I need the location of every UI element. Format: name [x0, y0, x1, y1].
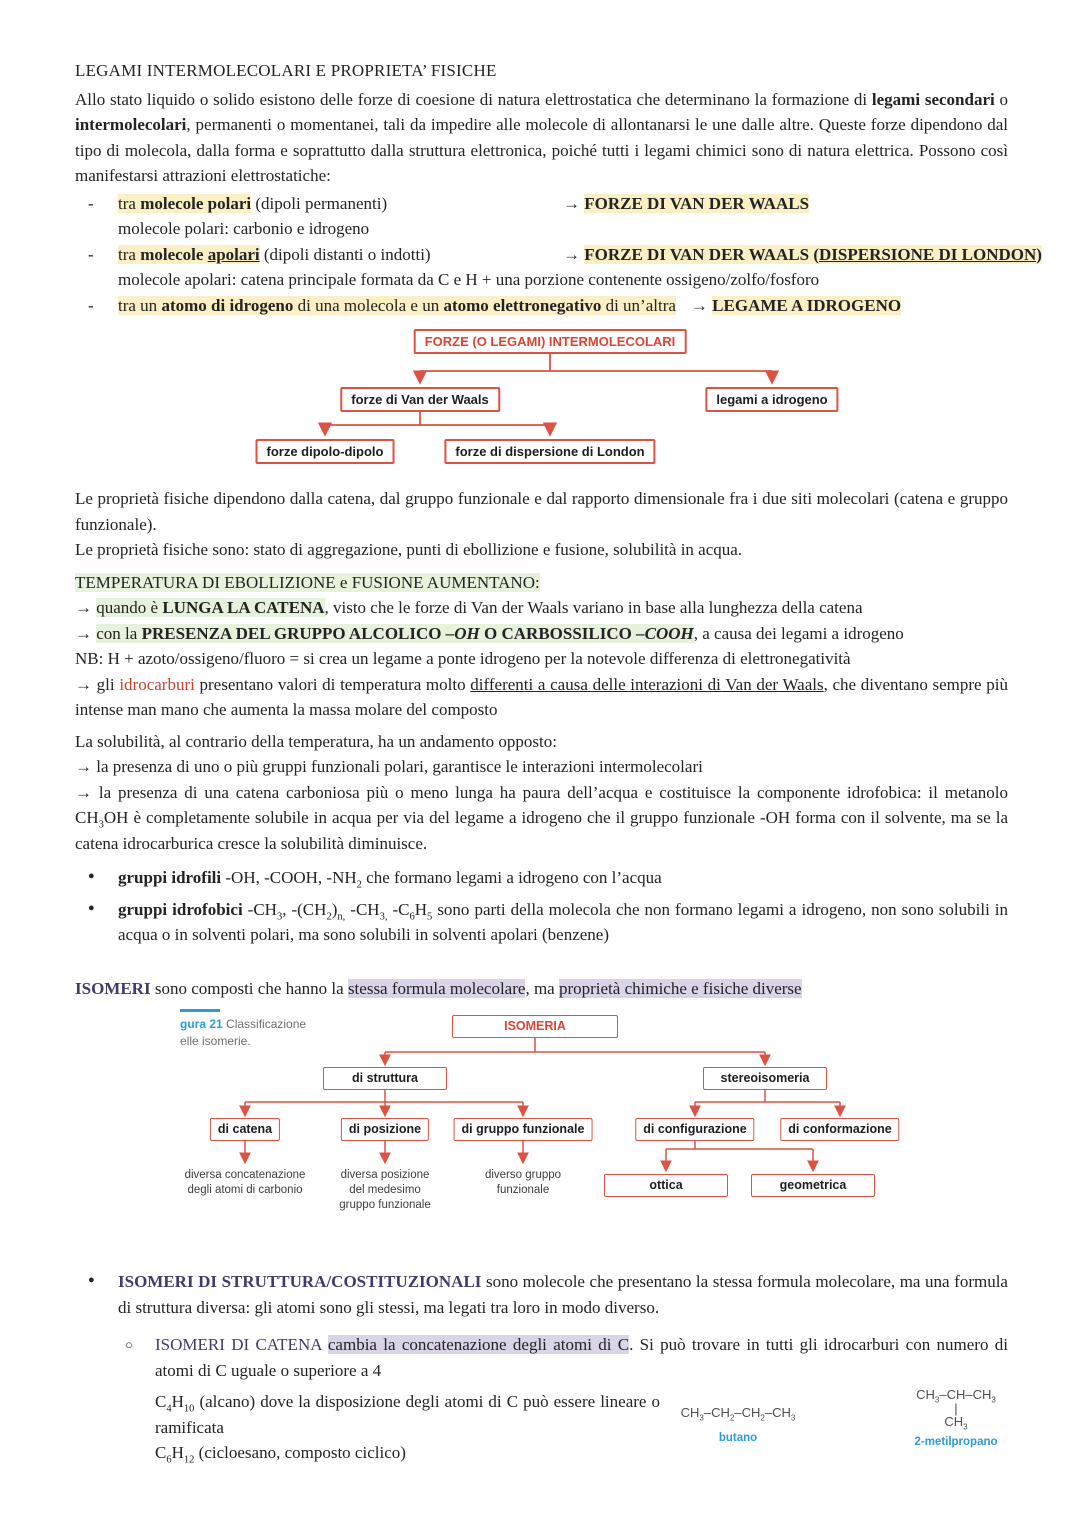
dash-marker: -	[88, 295, 94, 315]
properties-paragraph-1: Le proprietà fisiche dipendono dalla cat…	[75, 489, 1008, 534]
properties-paragraph-2: Le proprietà fisiche sono: stato di aggr…	[75, 540, 743, 559]
temperature-section: TEMPERATURA DI EBOLLIZIONE e FUSIONE AUM…	[75, 570, 1008, 723]
desc-di-gruppo-funzionale: diverso gruppo funzionale	[484, 1169, 562, 1196]
flow-box-dipolo-dipolo: forze dipolo-dipolo	[255, 439, 395, 464]
figure-caption-rule	[180, 1009, 220, 1012]
list-item: - tra molecole apolari (dipoli distanti …	[75, 242, 1042, 293]
flow-box-root: FORZE (O LEGAMI) INTERMOLECOLARI	[413, 329, 687, 354]
formula-alcano: C4H10 (alcano) dove la disposizione degl…	[155, 1392, 660, 1437]
flow-box-di-catena: di catena	[209, 1118, 281, 1141]
sub-bullet-text: ISOMERI DI CATENA cambia la concatenazio…	[155, 1335, 1008, 1380]
bullet-text: gruppi idrofobici -CH3, -(CH2)n, -CH3, -…	[118, 899, 1009, 945]
formula-cicloesano: C6H12 (cicloesano, composto ciclico)	[155, 1443, 406, 1466]
page-title: LEGAMI INTERMOLECOLARI E PROPRIETA’ FISI…	[75, 61, 497, 80]
bullet-marker: ●	[88, 1274, 95, 1286]
flowchart-connector-lines	[317, 354, 780, 437]
list-item-text: tra un atomo di idrogeno di una molecola…	[118, 295, 902, 315]
chem-bond-bar: |	[954, 1401, 958, 1416]
chem-label-2-metilpropano: 2-metilpropano	[914, 1436, 998, 1448]
flow-box-di-configurazione: di configurazione	[635, 1118, 755, 1141]
bullet-item-isomeri-struttura: ● ISOMERI DI STRUTTURA/COSTITUZIONALI so…	[75, 1269, 1008, 1320]
list-item: - tra un atomo di idrogeno di una moleco…	[75, 293, 1008, 319]
flow-box-di-gruppo-funzionale: di gruppo funzionale	[453, 1118, 593, 1141]
solubility-line-1: La solubilità, al contrario della temper…	[75, 731, 557, 751]
temperature-point-3: → gli idrocarburi presentano valori di t…	[75, 674, 1008, 720]
flow-box-di-struttura: di struttura	[323, 1067, 447, 1090]
flowchart-forze-intermolecolari: FORZE (O LEGAMI) INTERMOLECOLARI forze d…	[75, 327, 1008, 473]
bullet-item-idrofili: ● gruppi idrofili -OH, -COOH, -NH2 che f…	[75, 865, 1008, 891]
chem-formula-top: CH3–CH–CH3	[916, 1387, 996, 1405]
list-item-subtext: molecole apolari: catena principale form…	[118, 270, 820, 289]
list-item-subtext: molecole polari: carbonio e idrogeno	[118, 219, 370, 238]
figure-number: gura 21	[180, 1017, 223, 1031]
figure-caption-text-2: elle isomerie.	[180, 1034, 251, 1048]
document-content: LEGAMI INTERMOLECOLARI E PROPRIETA’ FISI…	[75, 58, 1042, 1466]
desc-di-catena: diversa concatenazione degli atomi di ca…	[184, 1169, 306, 1196]
chem-formula: CH3–CH2–CH2–CH3	[680, 1405, 796, 1423]
solubility-section: La solubilità, al contrario della temper…	[75, 729, 1008, 857]
temperature-point-1: → quando è LUNGA LA CATENA, visto che le…	[75, 598, 863, 617]
desc-di-posizione: diversa posizione del medesimo gruppo fu…	[339, 1169, 431, 1211]
circle-marker: ○	[125, 1337, 133, 1352]
sub-bullet-isomeri-catena: ○ ISOMERI DI CATENA cambia la concatenaz…	[75, 1332, 1008, 1383]
list-item: - tra molecole polari (dipoli permanenti…	[75, 191, 1008, 242]
temperature-note: NB: H + azoto/ossigeno/fluoro = si crea …	[75, 649, 851, 668]
figure-caption: gura 21 Classificazione elle isomerie.	[180, 1016, 340, 1050]
groups-bullet-list: ● gruppi idrofili -OH, -COOH, -NH2 che f…	[75, 865, 1008, 948]
chem-structure-2-metilpropano: CH3–CH–CH3 | CH3 2-metilpropano	[901, 1387, 1011, 1450]
list-item-text: tra molecole polari (dipoli permanenti)	[118, 193, 388, 213]
chem-formula-bottom: CH3	[944, 1414, 968, 1432]
bullet-item-idrofobici: ● gruppi idrofobici -CH3, -(CH2)n, -CH3,…	[75, 897, 1008, 948]
flow-box-dispersione-london: forze di dispersione di London	[444, 439, 656, 464]
flow-box-di-conformazione: di conformazione	[780, 1118, 900, 1141]
arrow-label: → FORZE DI VAN DER WAALS	[563, 193, 810, 213]
flow-box-ottica: ottica	[604, 1174, 728, 1197]
temperature-point-2: → con la PRESENZA DEL GRUPPO ALCOLICO –O…	[75, 623, 904, 643]
flow-box-di-posizione: di posizione	[340, 1118, 430, 1141]
flowchart-connector-lines	[239, 1038, 846, 1173]
flow-box-legami-idrogeno: legami a idrogeno	[705, 387, 839, 412]
formula-column: C4H10 (alcano) dove la disposizione degl…	[155, 1389, 660, 1466]
chem-structure-butano: CH3–CH2–CH2–CH3 butano	[653, 1405, 823, 1446]
bullet-marker: ●	[88, 870, 95, 882]
flow-box-geometrica: geometrica	[751, 1174, 875, 1197]
flowchart-isomeria: gura 21 Classificazione elle isomerie. I…	[75, 1007, 1008, 1257]
formula-row: C4H10 (alcano) dove la disposizione degl…	[75, 1387, 1011, 1466]
flow-box-isomeria: ISOMERIA	[452, 1015, 618, 1038]
list-item-text: tra molecole apolari (dipoli distanti o …	[118, 244, 431, 264]
bullet-text: ISOMERI DI STRUTTURA/COSTITUZIONALI sono…	[118, 1272, 1008, 1317]
list-item-line: tra molecole apolari (dipoli distanti o …	[118, 242, 1042, 268]
arrow-label: → FORZE DI VAN DER WAALS (DISPERSIONE DI…	[563, 244, 1042, 264]
isomeri-definition: ISOMERI sono composti che hanno la stess…	[75, 978, 802, 998]
solubility-line-3: → la presenza di una catena carboniosa p…	[75, 782, 1008, 853]
solubility-line-2: → la presenza di uno o più gruppi funzio…	[75, 757, 703, 776]
bullet-text: gruppi idrofili -OH, -COOH, -NH2 che for…	[118, 868, 662, 891]
dash-marker: -	[88, 244, 94, 264]
figure-caption-text: Classificazione	[222, 1017, 307, 1031]
dash-list: - tra molecole polari (dipoli permanenti…	[75, 191, 1042, 319]
dash-marker: -	[88, 193, 94, 213]
temperature-heading: TEMPERATURA DI EBOLLIZIONE e FUSIONE AUM…	[75, 572, 540, 592]
chem-label-butano: butano	[718, 1432, 758, 1444]
list-item-line: tra molecole polari (dipoli permanenti) …	[118, 191, 1008, 217]
flow-box-van-der-waals: forze di Van der Waals	[340, 387, 500, 412]
intro-paragraph: Allo stato liquido o solido esistono del…	[75, 89, 1009, 186]
list-item-line: tra un atomo di idrogeno di una molecola…	[118, 293, 1008, 319]
flow-box-stereoisomeria: stereoisomeria	[703, 1067, 827, 1090]
bullet-marker: ●	[88, 901, 95, 914]
